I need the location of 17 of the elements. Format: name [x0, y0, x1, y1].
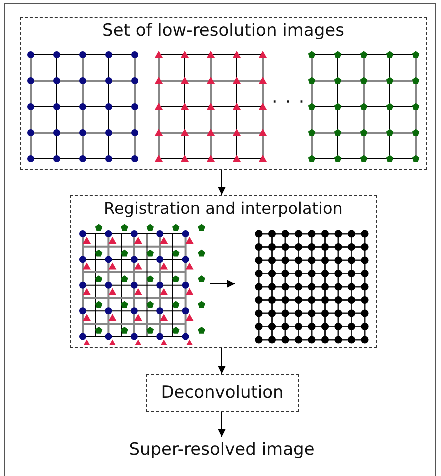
arrow [218, 412, 226, 438]
box-title: Deconvolution [161, 382, 284, 404]
output-label: Super-resolved image [129, 440, 315, 460]
grid-drawing [308, 51, 420, 163]
grid-drawing [155, 51, 267, 163]
grid-drawing [254, 229, 370, 347]
arrow [218, 170, 226, 196]
process-box [70, 195, 377, 348]
process-box [20, 17, 427, 170]
grid-drawing [77, 221, 207, 345]
ellipsis: · · · [272, 92, 306, 113]
arrow [210, 280, 236, 288]
grid-drawing [27, 51, 139, 163]
arrow [218, 348, 226, 374]
process-box [146, 374, 299, 412]
box-title: Set of low-resolution images [102, 21, 344, 42]
box-title: Registration and interpolation [104, 199, 343, 218]
